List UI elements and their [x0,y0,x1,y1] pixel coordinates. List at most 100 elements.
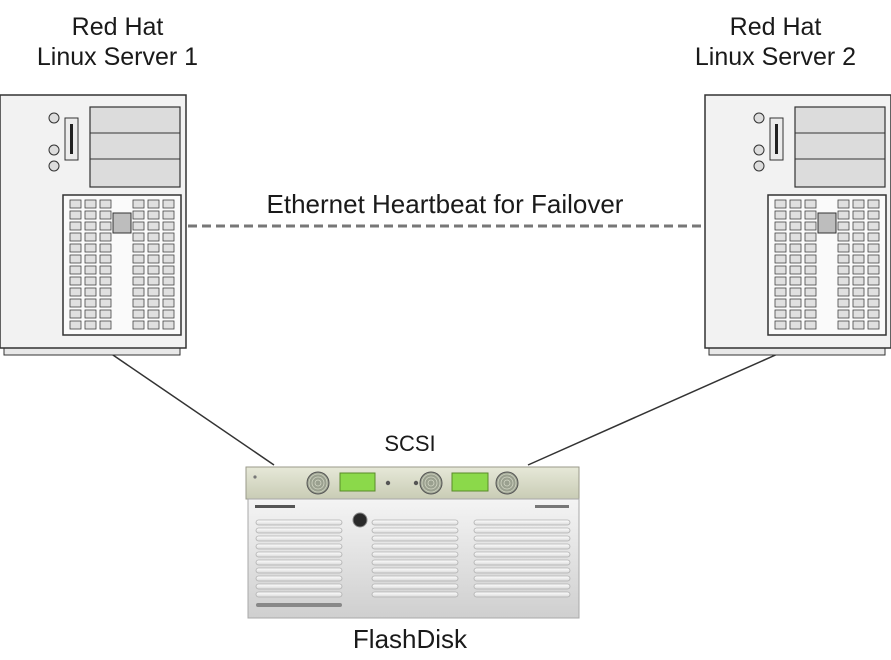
vent-slat [255,527,343,534]
grille-cell [867,199,880,209]
lcd-display [339,472,376,492]
grille-cell [867,210,880,220]
grille-cell [84,232,97,242]
floppy-opening [70,124,73,154]
grille-cell [852,309,865,319]
vent-slat [255,591,343,598]
vent-slat [371,535,459,542]
flashdisk-control-panel [245,466,580,500]
scsi-label: SCSI [384,431,436,456]
grille-cell [804,221,817,231]
fan-icon [306,471,330,495]
fan-ring [427,479,435,487]
grille-cell [789,232,802,242]
grille-cell [147,309,160,319]
drive-slot [256,603,342,607]
server1-tower [0,94,187,356]
grille-cell [774,320,787,330]
grille-cell [837,320,850,330]
grille-cell [837,309,850,319]
grille-cell [789,221,802,231]
grille-cell [774,199,787,209]
flashdisk-chassis [247,498,580,619]
fan-ring [421,473,441,493]
grille-cell [99,232,112,242]
grille-cell [69,199,82,209]
fan-icon [495,471,519,495]
grille-cell [852,199,865,209]
vent-slat [473,575,571,582]
grille-cell [774,309,787,319]
grille-cell [84,287,97,297]
grille-cell [774,265,787,275]
grille-cell [99,298,112,308]
grille-cell [804,276,817,286]
grille-cell [147,320,160,330]
grille-cell [789,276,802,286]
grille-cell [69,265,82,275]
grille-cell [99,221,112,231]
grille-cell [147,298,160,308]
grille-cell [162,199,175,209]
grille-cell [789,199,802,209]
grille-cell [147,254,160,264]
front-panel-button-icon [753,160,765,172]
vent-slat [473,543,571,550]
grille-cell [99,287,112,297]
grille-badge [112,212,132,234]
front-panel-button-icon [753,112,765,124]
grille-cell [147,232,160,242]
tower-foot [3,347,181,356]
server1-label-line2: Linux Server 1 [36,43,199,71]
grille-cell [69,276,82,286]
fan-ring [424,476,438,490]
grille-cell [132,210,145,220]
grille-cell [852,210,865,220]
grille-cell [84,210,97,220]
grille-cell [84,276,97,286]
front-panel-button-icon [48,144,60,156]
grille-cell [162,232,175,242]
grille-cell [852,254,865,264]
grille-cell [69,287,82,297]
vent-slat [371,591,459,598]
grille-cell [99,320,112,330]
vent-slat [255,519,343,526]
grille-cell [132,243,145,253]
grille-cell [132,320,145,330]
grille-cell [774,298,787,308]
grille-badge [817,212,837,234]
grille-cell [867,287,880,297]
grille-cell [147,276,160,286]
vent-slat [371,575,459,582]
grille-cell [804,298,817,308]
grille-cell [867,298,880,308]
vent-slat [473,591,571,598]
vent-slat [255,543,343,550]
grille-cell [132,232,145,242]
grille-cell [867,221,880,231]
grille-cell [837,243,850,253]
grille-cell [852,232,865,242]
brand-mark [535,505,569,508]
grille-cell [162,276,175,286]
grille-cell [132,221,145,231]
grille-cell [162,309,175,319]
grille-cell [99,243,112,253]
grille-cell [84,309,97,319]
grille-cell [867,309,880,319]
grille-cell [804,254,817,264]
grille-cell [852,320,865,330]
floppy-opening [775,124,778,154]
fan-ring [311,476,325,490]
server1-scsi-cable [109,352,275,466]
grille-cell [69,320,82,330]
vent-slat [255,535,343,542]
grille-cell [804,265,817,275]
grille-cell [789,320,802,330]
vent-slat [371,567,459,574]
grille-cell [99,276,112,286]
grille-cell [867,265,880,275]
